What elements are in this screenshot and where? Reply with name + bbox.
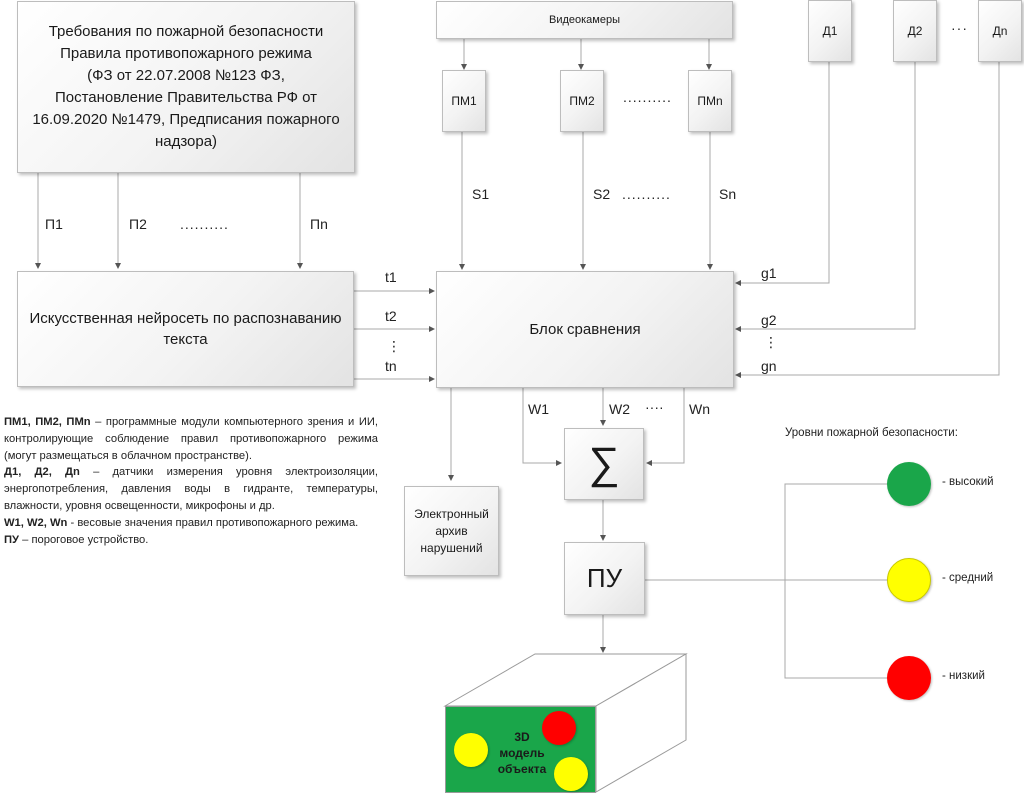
violations-archive-box: Электронный архив нарушений <box>404 486 499 576</box>
requirements-line-5: 16.09.2020 №1479, Предписания пожарного <box>32 111 340 128</box>
level-label-high: - высокий <box>942 476 994 488</box>
module-label: ПМn <box>697 94 723 108</box>
signal-t-ellipsis: ⋮ <box>387 338 401 354</box>
legend-description: – программные модули компьютерного зрени… <box>4 416 379 462</box>
model-3d-front-face: 3D модель объекта <box>445 706 596 793</box>
sensors-ellipsis: ··· <box>951 20 968 36</box>
sigma-icon: ∑ <box>588 439 620 488</box>
legend-term: ПМ1, ПМ2, ПМn <box>4 416 91 428</box>
legend-term: ПУ <box>4 533 20 546</box>
module-box-2: ПМ2 <box>560 70 604 132</box>
module-box-n: ПМn <box>688 70 732 132</box>
legend-description: – пороговое устройство. <box>19 533 149 546</box>
arrow-wn <box>646 388 685 466</box>
safety-levels-title: Уровни пожарной безопасности: <box>785 427 958 439</box>
signal-g2: g2 <box>761 312 777 328</box>
archive-label: Электронный архив нарушений <box>414 506 489 555</box>
signal-p-ellipsis: .......... <box>180 216 229 232</box>
model-indicator-yellow-left <box>454 733 488 767</box>
legend-term: W1, W2, Wn <box>4 516 68 529</box>
signal-t2: t2 <box>385 308 397 324</box>
model-indicator-yellow-right <box>554 757 588 791</box>
sensor-box-2: Д2 <box>893 0 937 62</box>
module-label: ПМ1 <box>451 94 477 108</box>
legend-text: ПМ1, ПМ2, ПМn – программные модули компь… <box>4 414 378 548</box>
requirements-line-1: Требования по пожарной безопасности <box>48 23 324 40</box>
model-side-face <box>595 653 687 793</box>
legend-term: Д1, Д2, Дn <box>4 466 80 479</box>
legend-item: Д1, Д2, Дn – датчики измерения уровня эл… <box>4 464 378 514</box>
legend-description: - весовые значения правил противопожарно… <box>67 516 359 529</box>
signal-s1: S1 <box>472 186 490 202</box>
cameras-label: Видеокамеры <box>548 14 620 26</box>
weight-w2: W2 <box>609 401 630 417</box>
sensor-label: Д1 <box>822 24 838 38</box>
requirements-box: Требования по пожарной безопасности Прав… <box>17 1 355 173</box>
signal-p1: П1 <box>45 216 63 232</box>
requirements-line-6: надзора) <box>154 133 218 150</box>
signal-g-ellipsis: ⋮ <box>764 334 778 350</box>
comparison-label: Блок сравнения <box>529 321 641 338</box>
signal-pn: Пn <box>310 216 328 232</box>
threshold-label: ПУ <box>586 563 623 593</box>
weight-w1: W1 <box>528 401 549 417</box>
legend-item: ПМ1, ПМ2, ПМn – программные модули компь… <box>4 414 378 464</box>
signal-s2: S2 <box>593 186 611 202</box>
arrow-g1 <box>735 62 830 286</box>
level-label-medium: - средний <box>942 572 994 584</box>
model-label-line: модель <box>499 746 545 760</box>
comparison-block: Блок сравнения <box>436 271 734 388</box>
module-box-1: ПМ1 <box>442 70 486 132</box>
arrow-gn <box>735 62 1000 378</box>
level-label-low: - низкий <box>942 670 985 682</box>
signal-tn: tn <box>385 358 397 374</box>
sensor-label: Дn <box>992 24 1008 38</box>
weight-ellipsis: ···· <box>645 399 664 415</box>
sensor-box-1: Д1 <box>808 0 852 62</box>
cameras-box: Видеокамеры <box>436 1 733 39</box>
requirements-line-4: Постановление Правительства РФ от <box>54 89 318 106</box>
weight-wn: Wn <box>689 401 710 417</box>
level-indicator-low <box>887 656 931 700</box>
level-indicator-medium <box>887 558 931 602</box>
model-3d-label: 3D модель объекта <box>490 729 554 777</box>
neural-network-box: Искусственная нейросеть по распознаванию… <box>17 271 354 387</box>
arrow-w1 <box>522 388 562 466</box>
requirements-line-2: Правила противопожарного режима <box>60 45 312 62</box>
model-label-line: объекта <box>497 762 547 776</box>
signal-t1: t1 <box>385 269 397 285</box>
legend-description: – датчики измерения уровня электроизоляц… <box>4 466 378 512</box>
requirements-line-3: (ФЗ от 22.07.2008 №123 ФЗ, <box>87 67 285 84</box>
sensor-box-n: Дn <box>978 0 1022 62</box>
signal-g1: g1 <box>761 265 777 281</box>
arrow-g2 <box>735 62 916 332</box>
sensor-label: Д2 <box>907 24 923 38</box>
summator-box: ∑ <box>564 428 644 500</box>
signal-s-ellipsis: .......... <box>622 186 671 202</box>
model-label-line: 3D <box>514 730 530 744</box>
model-indicator-red <box>542 711 576 745</box>
signal-p2: П2 <box>129 216 147 232</box>
signal-sn: Sn <box>719 186 737 202</box>
modules-ellipsis: .......... <box>623 89 672 105</box>
signal-gn: gn <box>761 358 777 374</box>
connector-levels-bracket <box>784 483 887 679</box>
level-indicator-high <box>887 462 931 506</box>
legend-item: ПУ – пороговое устройство. <box>4 532 378 549</box>
neural-network-label: Искусственная нейросеть по распознаванию… <box>29 310 342 348</box>
module-label: ПМ2 <box>569 94 595 108</box>
legend-item: W1, W2, Wn - весовые значения правил про… <box>4 515 378 532</box>
threshold-device-box: ПУ <box>564 542 645 615</box>
